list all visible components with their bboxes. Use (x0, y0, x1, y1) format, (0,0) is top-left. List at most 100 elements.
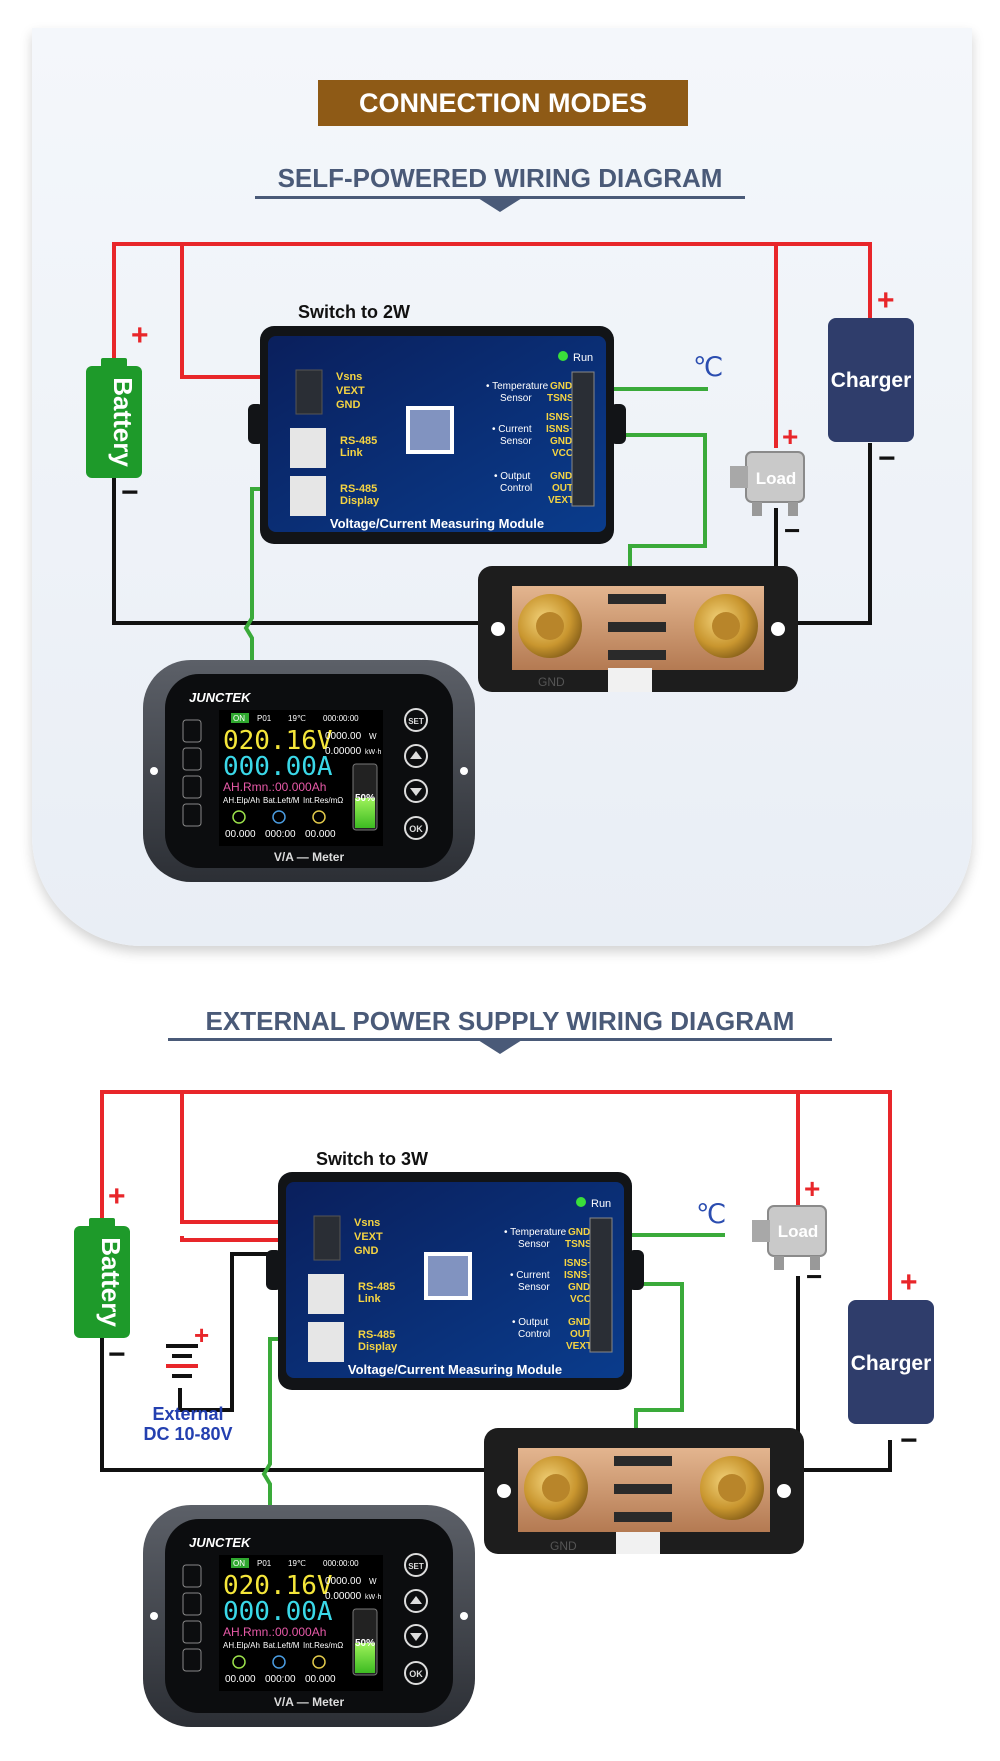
load-1-label: Load (756, 469, 797, 488)
svg-text:Control: Control (518, 1329, 550, 1340)
svg-text:+: + (782, 421, 798, 452)
svg-text:RS-485: RS-485 (358, 1281, 395, 1293)
svg-text:00.000: 00.000 (225, 829, 256, 840)
diagram2-title-arrow (478, 1040, 522, 1054)
svg-text:Voltage/Current Measuring Modu: Voltage/Current Measuring Module (330, 516, 544, 531)
svg-text:−: − (878, 442, 896, 475)
charger-1: Charger + − (828, 284, 914, 475)
positive-wires-1 (112, 242, 872, 448)
svg-text:Run: Run (591, 1198, 611, 1210)
positive-wires-2 (100, 1090, 892, 1300)
svg-text:+: + (108, 1180, 126, 1213)
svg-text:GND: GND (336, 399, 361, 411)
svg-text:GND: GND (550, 471, 572, 482)
svg-text:AH.Elp/Ah: AH.Elp/Ah (223, 796, 260, 805)
battery-2-label: Battery (96, 1237, 126, 1327)
svg-text:• Current: • Current (510, 1270, 550, 1281)
diagram2-title-underline (168, 1038, 832, 1041)
svg-text:020.16V: 020.16V (223, 726, 333, 756)
svg-text:VEXT: VEXT (354, 1231, 383, 1243)
svg-text:OUT: OUT (552, 483, 573, 494)
svg-text:00.000: 00.000 (305, 829, 336, 840)
svg-text:W: W (369, 1577, 377, 1586)
measuring-module-2: Run Vsns VEXT GND RS-485 Link RS-485 Dis… (266, 1172, 644, 1390)
load-2-label: Load (778, 1222, 819, 1241)
svg-text:Control: Control (500, 483, 532, 494)
svg-text:Int.Res/mΩ: Int.Res/mΩ (303, 1641, 343, 1650)
svg-text:+: + (900, 1266, 918, 1299)
svg-text:SET: SET (408, 717, 424, 726)
charger-1-label: Charger (831, 369, 912, 392)
svg-text:000.00A: 000.00A (223, 752, 333, 782)
svg-text:ISNS+: ISNS+ (546, 424, 575, 435)
svg-text:Sensor: Sensor (518, 1239, 550, 1250)
diagram1-title: SELF-POWERED WIRING DIAGRAM (277, 163, 723, 193)
svg-text:P01: P01 (257, 1559, 272, 1568)
svg-text:GND: GND (354, 1245, 379, 1257)
svg-text:Sensor: Sensor (500, 393, 532, 404)
svg-text:020.16V: 020.16V (223, 1571, 333, 1601)
measuring-module-1: Run Vsns VEXT GND RS-485 Link RS-485 Dis… (248, 326, 626, 544)
svg-text:VEXT: VEXT (548, 495, 574, 506)
svg-text:Vsns: Vsns (354, 1217, 380, 1229)
connection-modes-banner: CONNECTION MODES (318, 80, 688, 126)
svg-text:• Output: • Output (494, 471, 531, 482)
load-2: Load + − (752, 1173, 827, 1292)
charger-2: Charger + − (848, 1266, 934, 1457)
svg-text:OK: OK (409, 1669, 423, 1679)
svg-text:Bat.Left/M: Bat.Left/M (263, 796, 300, 805)
svg-text:50%: 50% (355, 793, 375, 804)
svg-text:VCC: VCC (552, 448, 573, 459)
svg-text:−: − (806, 1261, 822, 1292)
va-meter-2: JUNCTEK ON P01 19℃ 000:00:00 020.16V 000… (143, 1505, 475, 1727)
svg-text:AH.Rmn.:00.000Ah: AH.Rmn.:00.000Ah (223, 1625, 326, 1639)
svg-text:Run: Run (573, 352, 593, 364)
svg-text:RS-485: RS-485 (358, 1329, 395, 1341)
svg-text:JUNCTEK: JUNCTEK (189, 1535, 252, 1550)
battery-1-label: Battery (108, 377, 138, 467)
svg-text:VEXT: VEXT (566, 1341, 592, 1352)
battery-2: Battery + − (74, 1180, 130, 1371)
svg-text:−: − (900, 1424, 918, 1457)
svg-text:Display: Display (340, 495, 380, 507)
svg-text:ISNS−: ISNS− (546, 412, 575, 423)
svg-text:0.00000: 0.00000 (325, 1591, 362, 1602)
svg-text:00.000: 00.000 (225, 1674, 256, 1685)
svg-text:00.000: 00.000 (305, 1674, 336, 1685)
svg-text:−: − (108, 1338, 126, 1371)
svg-text:Vsns: Vsns (336, 371, 362, 383)
svg-text:Link: Link (340, 447, 363, 459)
svg-text:Bat.Left/M: Bat.Left/M (263, 1641, 300, 1650)
svg-text:0000.00: 0000.00 (325, 731, 362, 742)
svg-text:Sensor: Sensor (518, 1282, 550, 1293)
svg-text:kW·h: kW·h (365, 749, 381, 756)
va-meter-1: JUNCTEK ON P01 19℃ 000:00:00 020.16V 000… (143, 660, 475, 882)
load-1: Load + − (730, 421, 805, 546)
svg-text:OUT: OUT (570, 1329, 591, 1340)
svg-text:000:00: 000:00 (265, 1674, 296, 1685)
svg-text:+: + (131, 319, 149, 352)
svg-text:V/A — Meter: V/A — Meter (274, 850, 345, 864)
diagram1-title-arrow (478, 198, 522, 212)
svg-text:RS-485: RS-485 (340, 483, 377, 495)
battery-1: Battery + − (86, 319, 149, 509)
svg-text:+: + (804, 1173, 820, 1204)
switch-label-2: Switch to 3W (316, 1149, 428, 1169)
svg-text:V/A — Meter: V/A — Meter (274, 1695, 345, 1709)
svg-text:000:00:00: 000:00:00 (323, 714, 359, 723)
svg-text:P01: P01 (257, 714, 272, 723)
svg-text:Sensor: Sensor (500, 436, 532, 447)
svg-text:TSNS: TSNS (565, 1239, 592, 1250)
svg-text:JUNCTEK: JUNCTEK (189, 690, 252, 705)
svg-text:OK: OK (409, 824, 423, 834)
svg-text:RS-485: RS-485 (340, 435, 377, 447)
svg-text:GND: GND (568, 1282, 590, 1293)
svg-text:50%: 50% (355, 1638, 375, 1649)
diagram2-title: EXTERNAL POWER SUPPLY WIRING DIAGRAM (205, 1006, 795, 1036)
svg-text:• Temperature: • Temperature (486, 381, 549, 392)
svg-text:VCC: VCC (570, 1294, 591, 1305)
svg-text:19℃: 19℃ (288, 1559, 306, 1568)
svg-text:• Current: • Current (492, 424, 532, 435)
